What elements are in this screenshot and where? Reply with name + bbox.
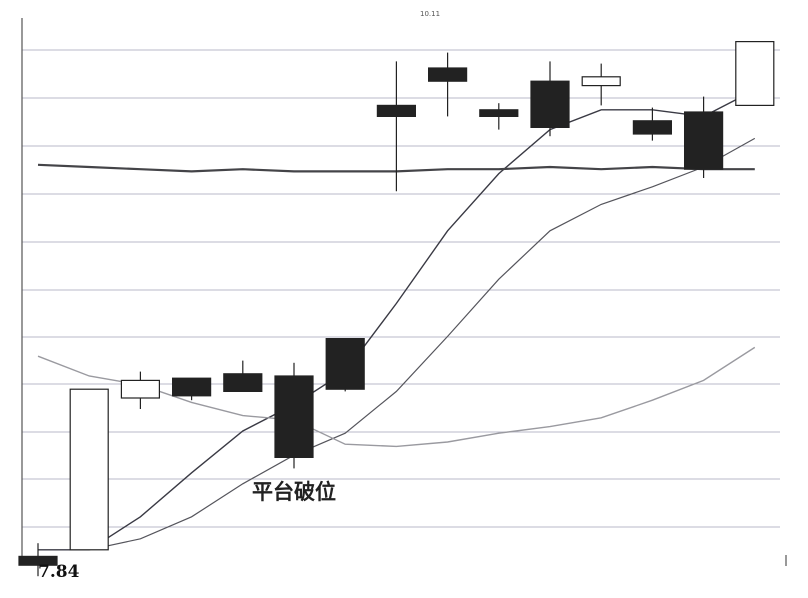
- candle-body-6: [325, 338, 365, 390]
- candle-body-0: [18, 555, 58, 566]
- platform-breakdown-annotation: 平台破位: [252, 479, 336, 504]
- candle-body-4: [223, 373, 263, 392]
- candle-body-2: [120, 379, 161, 399]
- candle-6: [325, 338, 365, 392]
- candle-11: [581, 63, 621, 106]
- candle-14: [735, 40, 775, 106]
- series-line-dark: [38, 89, 756, 551]
- candle-body-1: [69, 388, 109, 551]
- series-line-medium: [89, 137, 756, 551]
- candle-8: [428, 52, 468, 117]
- candle-3: [172, 377, 212, 401]
- high-price-label: 10.11: [420, 10, 440, 18]
- candle-7: [376, 61, 416, 192]
- candle-body-12: [632, 120, 673, 135]
- candle-body-8: [428, 67, 468, 82]
- candles: [18, 40, 775, 577]
- candle-body-7: [376, 104, 416, 118]
- candle-body-5: [274, 375, 314, 459]
- candle-1: [69, 388, 109, 551]
- candle-body-10: [530, 80, 570, 128]
- candle-10: [530, 61, 570, 137]
- candle-body-14: [735, 40, 775, 106]
- candle-body-13: [683, 111, 724, 170]
- gridlines: [22, 49, 780, 528]
- candle-9: [479, 103, 519, 130]
- candle-0: [18, 543, 58, 577]
- candle-body-9: [479, 109, 519, 118]
- candle-13: [683, 96, 724, 178]
- candle-2: [120, 371, 161, 409]
- candle-5: [274, 362, 314, 469]
- candle-4: [223, 360, 263, 392]
- candle-body-3: [172, 377, 212, 397]
- candle-12: [632, 107, 673, 141]
- low-price-label: 7.84: [38, 562, 80, 582]
- candle-body-11: [581, 76, 621, 87]
